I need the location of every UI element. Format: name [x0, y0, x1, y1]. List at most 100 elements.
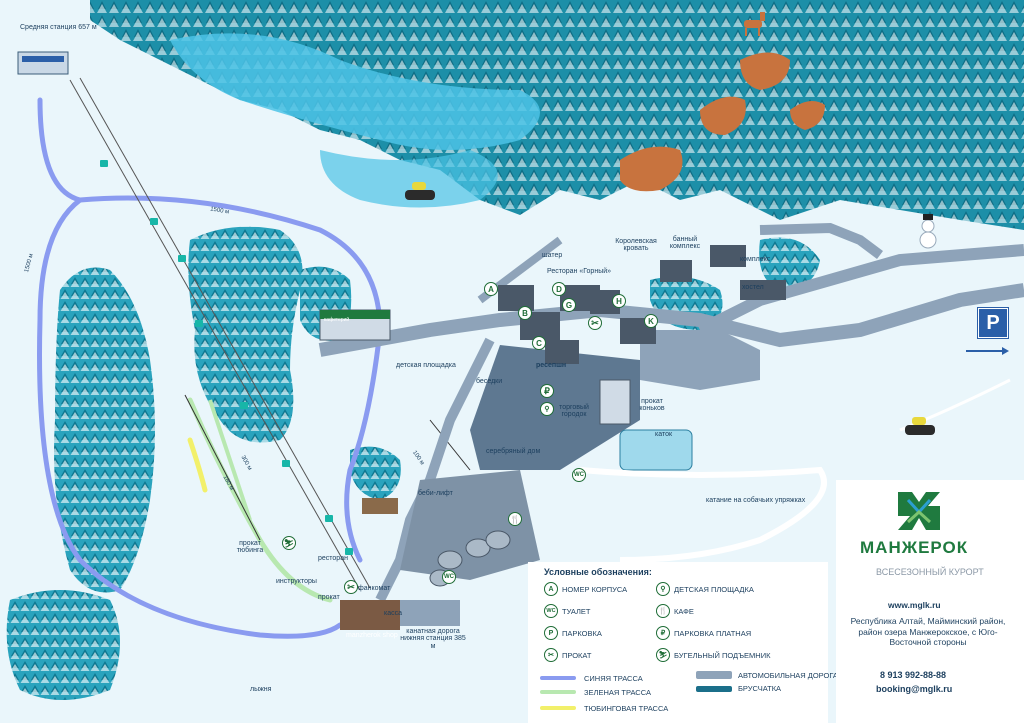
legend-title: Условные обозначения:	[544, 567, 652, 577]
dog-sled-path	[579, 466, 827, 563]
parking-sign-icon: P	[978, 308, 1008, 338]
tubing-rental-label: прокат тюбинга	[236, 540, 264, 555]
legend-blue-line	[540, 676, 576, 680]
baby-lift	[429, 419, 471, 471]
mid-station-roof	[22, 56, 64, 62]
ice-rink	[619, 429, 693, 471]
wc-marker-icon[interactable]: WC	[442, 570, 456, 584]
lower-station-building	[400, 600, 460, 626]
kids-area-label: детская площадка	[396, 362, 456, 369]
trade-town-label: торговый городок	[559, 404, 589, 419]
rental-label: прокат	[318, 594, 340, 601]
rental-marker-icon[interactable]: ✂	[344, 580, 358, 594]
legend-label: ПАРКОВКА ПЛАТНАЯ	[674, 629, 752, 638]
parking-east	[640, 330, 760, 390]
reception-label: ресепшн	[536, 362, 567, 369]
brand-address: Республика Алтай, Майминский район, райо…	[850, 616, 1006, 648]
forest-left	[54, 267, 155, 593]
building-marker-d[interactable]: D	[552, 282, 566, 296]
brand-email[interactable]: booking@mglk.ru	[876, 684, 953, 694]
chalet-label: шатер	[542, 252, 563, 259]
deer-icon	[744, 12, 765, 36]
building-marker-c[interactable]: C	[532, 336, 546, 350]
instructors-label: инструкторы	[276, 578, 317, 585]
skate-rental-label: прокат коньков	[639, 398, 665, 413]
logo-icon	[894, 488, 944, 534]
legend-drag-lift-icon: ⛷	[656, 648, 670, 662]
paving-south	[400, 470, 540, 580]
arrow-right-icon	[966, 347, 1009, 355]
rock	[740, 52, 790, 90]
rental-marker-icon[interactable]: ✂	[588, 316, 602, 330]
building-marker-g[interactable]: G	[562, 298, 576, 312]
snowmobile-icon	[905, 417, 935, 435]
building-marker-k[interactable]: K	[644, 314, 658, 328]
blue-trail-2	[77, 195, 383, 563]
legend-label: ПАРКОВКА	[562, 629, 602, 638]
building-marker-h[interactable]: H	[612, 294, 626, 308]
cafe-label: ресторан	[318, 555, 348, 562]
legend-paid-parking-icon: ₽	[656, 626, 670, 640]
forest-center	[188, 226, 303, 443]
lake-area	[170, 33, 540, 151]
paving-area	[470, 345, 640, 470]
legend-road-swatch	[696, 671, 732, 679]
legend-label: СИНЯЯ ТРАССА	[584, 674, 643, 683]
trade-town	[599, 379, 631, 425]
yurts	[429, 530, 511, 587]
blue-trail	[37, 97, 343, 639]
shop-label: manzherok shop	[346, 632, 398, 639]
ski-run-label: лыжня	[250, 686, 272, 693]
lake-area-2	[320, 150, 498, 208]
drag-lift-marker-icon[interactable]: ⛷	[282, 536, 296, 550]
snowman-icon	[919, 214, 937, 249]
gondola-cable-2	[79, 77, 371, 589]
legend-label: БУГЕЛЬНЫЙ ПОДЪЕМНИК	[674, 651, 771, 660]
legend-wc-icon: WC	[544, 604, 558, 618]
drag-lift	[184, 394, 261, 541]
rink-label: каток	[655, 431, 673, 438]
forest-bottom-left	[6, 590, 121, 700]
gondola-station-label: канатная дорога нижняя станция 385 м	[400, 628, 466, 650]
legend-label: ЗЕЛЕНАЯ ТРАССА	[584, 688, 651, 697]
brand-name: МАНЖЕРОК	[860, 538, 969, 557]
tubing-trail	[187, 437, 208, 493]
legend-label: ТУАЛЕТ	[562, 607, 591, 616]
bath-label: банный комплекс	[669, 236, 701, 251]
legend-green-line	[540, 690, 576, 694]
gazebos-label: беседки	[476, 378, 503, 385]
rock	[790, 101, 825, 130]
brand-url[interactable]: www.mglk.ru	[888, 600, 941, 610]
legend-label: КАФЕ	[674, 607, 694, 616]
paid-parking-marker-icon[interactable]: ₽	[540, 384, 554, 398]
restaurant-label: Ресторан «Горный»	[546, 268, 612, 275]
kids-marker-icon[interactable]: ⚲	[540, 402, 554, 416]
cashier-label: касса	[384, 610, 403, 617]
legend-building-icon: A	[544, 582, 558, 596]
mid-station-label: Средняя станция 657 м	[20, 24, 97, 31]
snowmobile-icon	[405, 182, 435, 200]
east-road	[697, 244, 1024, 336]
building-marker-a[interactable]: A	[484, 282, 498, 296]
brand-phone[interactable]: 8 913 992-88-88	[880, 670, 947, 680]
baby-lift-hut	[362, 498, 398, 514]
main-road	[318, 283, 1024, 357]
legend-label: АВТОМОБИЛЬНАЯ ДОРОГА	[738, 671, 838, 680]
forest-ne	[759, 237, 820, 290]
building-marker-b[interactable]: B	[518, 306, 532, 320]
legend-panel	[528, 562, 828, 723]
gondola-cable	[69, 79, 361, 591]
legend-paving-swatch	[696, 686, 732, 692]
legend-label: БРУСЧАТКА	[738, 684, 782, 693]
complex-label: комплекс	[740, 256, 771, 263]
legend-kids-icon: ⚲	[656, 582, 670, 596]
forest-babylift	[350, 446, 401, 500]
baby-lift-label: беби-лифт	[418, 490, 453, 497]
cafe-marker-icon[interactable]: 🍴	[508, 512, 522, 526]
silver-house-label: серебряный дом	[486, 448, 541, 455]
wc-marker-icon[interactable]: WC	[572, 468, 586, 482]
legend-label: ПРОКАТ	[562, 651, 592, 660]
legend-cafe-icon: 🍴	[656, 604, 670, 618]
